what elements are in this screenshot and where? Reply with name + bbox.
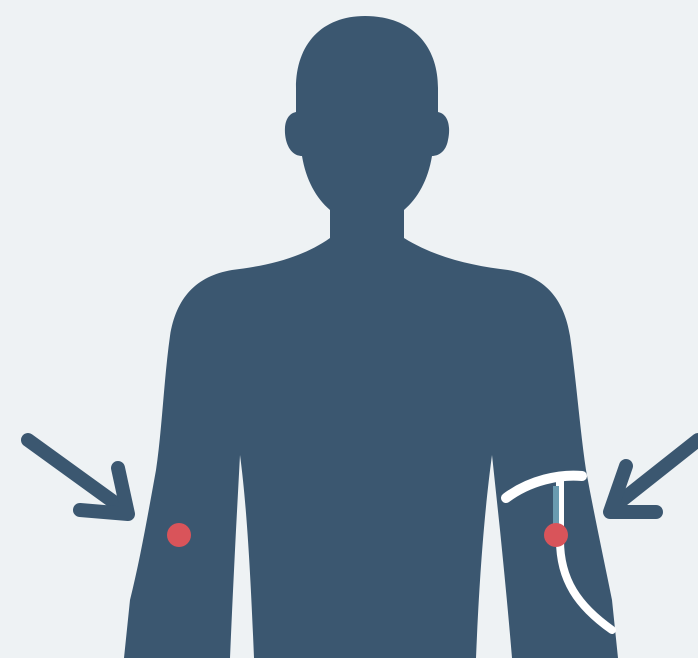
arrow-left [28, 440, 128, 514]
body-silhouette [124, 16, 618, 658]
marker-right-forearm [544, 523, 568, 547]
marker-left-forearm [167, 523, 191, 547]
arrow-right [610, 440, 698, 512]
